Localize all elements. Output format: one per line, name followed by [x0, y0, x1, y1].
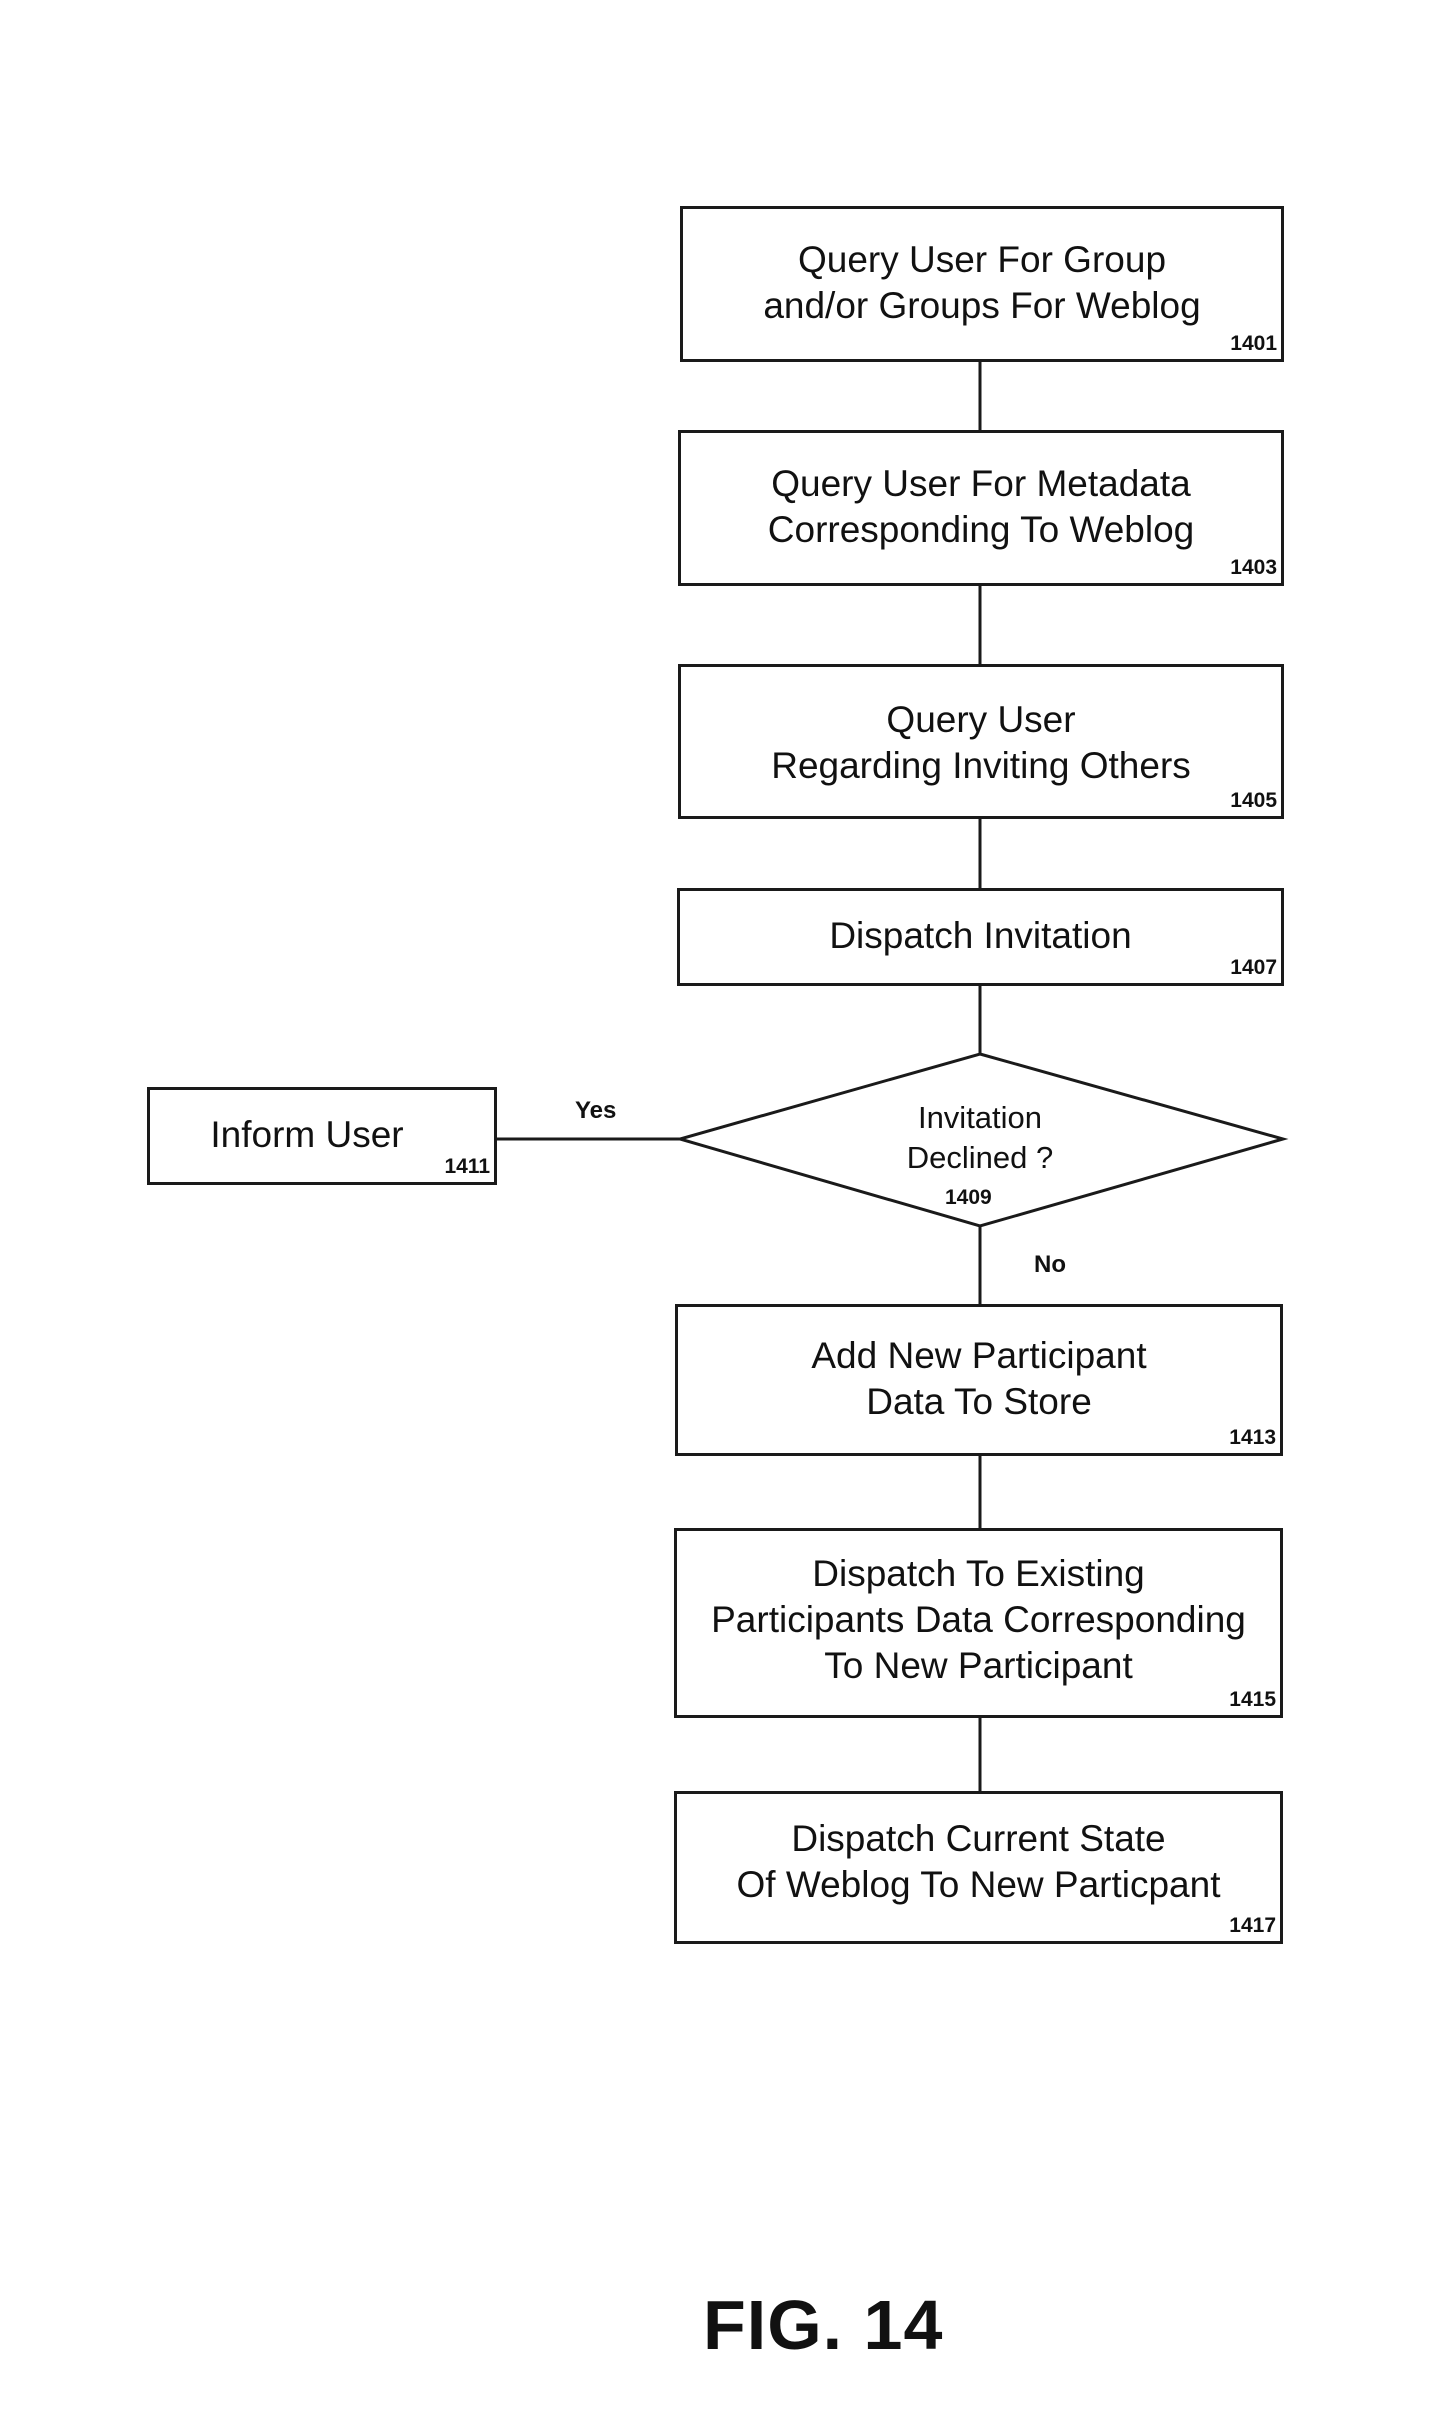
step-1407-text: Dispatch Invitation	[680, 913, 1281, 959]
step-1411-box: Inform User 1411	[147, 1087, 497, 1185]
step-1415-box: Dispatch To Existing Participants Data C…	[674, 1528, 1283, 1718]
step-1413-ref: 1413	[1229, 1426, 1276, 1450]
step-1415-text: Dispatch To Existing Participants Data C…	[677, 1551, 1280, 1689]
step-1403-text: Query User For Metadata Corresponding To…	[681, 461, 1281, 553]
figure-label: FIG. 14	[703, 2285, 943, 2365]
step-1417-ref: 1417	[1229, 1914, 1276, 1938]
step-1405-box: Query User Regarding Inviting Others 140…	[678, 664, 1284, 819]
step-1405-ref: 1405	[1230, 789, 1277, 813]
step-1405-text: Query User Regarding Inviting Others	[681, 697, 1281, 789]
step-1411-text: Inform User	[150, 1112, 464, 1158]
branch-no-label: No	[1034, 1251, 1066, 1279]
step-1413-box: Add New Participant Data To Store 1413	[675, 1304, 1283, 1456]
step-1401-box: Query User For Group and/or Groups For W…	[680, 206, 1284, 362]
step-1407-ref: 1407	[1230, 956, 1277, 980]
step-1417-box: Dispatch Current State Of Weblog To New …	[674, 1791, 1283, 1944]
step-1403-ref: 1403	[1230, 556, 1277, 580]
branch-yes-label: Yes	[575, 1097, 616, 1125]
step-1415-ref: 1415	[1229, 1688, 1276, 1712]
decision-1409-ref: 1409	[945, 1186, 992, 1210]
step-1401-text: Query User For Group and/or Groups For W…	[683, 237, 1281, 329]
step-1407-box: Dispatch Invitation 1407	[677, 888, 1284, 986]
step-1401-ref: 1401	[1230, 332, 1277, 356]
step-1417-text: Dispatch Current State Of Weblog To New …	[677, 1816, 1280, 1908]
step-1403-box: Query User For Metadata Corresponding To…	[678, 430, 1284, 586]
decision-1409-text: Invitation Declined ?	[830, 1098, 1130, 1178]
step-1413-text: Add New Participant Data To Store	[678, 1333, 1280, 1425]
step-1411-ref: 1411	[444, 1155, 490, 1179]
